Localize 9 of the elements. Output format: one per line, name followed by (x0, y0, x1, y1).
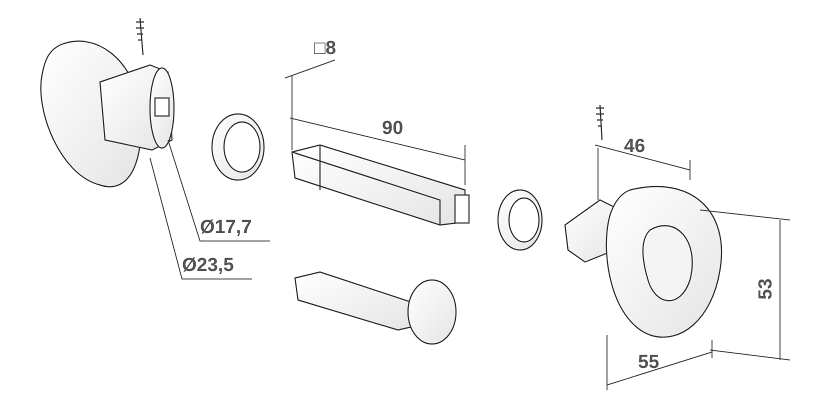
dimension-label: 55 (638, 352, 660, 374)
dimension-label: 90 (382, 118, 404, 140)
leader-line (168, 140, 270, 242)
dimension-label: 53 (756, 278, 778, 300)
dimension-label: Ø17,7 (200, 217, 252, 239)
dimension-label: □8 (314, 38, 336, 60)
dimension-label: Ø23,5 (182, 255, 234, 277)
dimension-label: 46 (624, 136, 646, 158)
leader-line (150, 158, 252, 280)
